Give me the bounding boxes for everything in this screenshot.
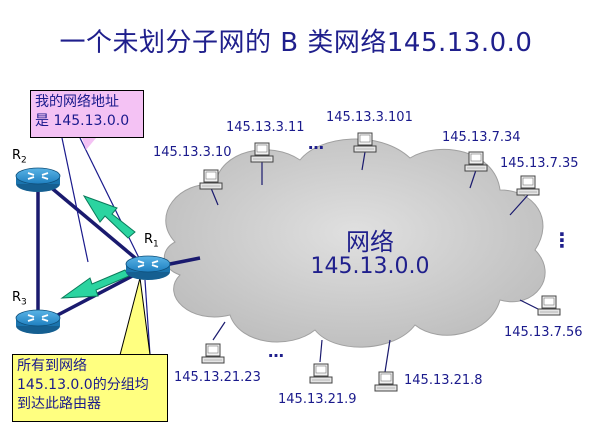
ellipsis-bottom: … <box>268 342 284 361</box>
link-h3 <box>361 151 366 171</box>
callout-top-line-1: 我的网络地址 <box>35 94 119 110</box>
router-r1 <box>125 255 171 281</box>
host-links <box>210 151 541 373</box>
callout-bottom-line-2: 145.13.0.0的分组均 <box>17 377 149 393</box>
network-cloud <box>163 138 546 348</box>
link-r1-cloud <box>164 256 201 267</box>
callout-top-line-2: 是 145.13.0.0 <box>35 113 130 129</box>
host-label: 145.13.3.11 <box>226 120 305 135</box>
network-name: 网络 <box>346 228 394 256</box>
router-r2 <box>15 167 61 193</box>
callout-bottom-line-1: 所有到网络 <box>17 358 87 374</box>
pointer-top-2 <box>79 137 141 261</box>
pointer-top-1 <box>61 137 89 263</box>
link-h8 <box>319 339 323 363</box>
pc-icon <box>201 343 225 364</box>
link-r2-r1 <box>46 183 142 264</box>
host-label: 145.13.7.35 <box>500 156 579 171</box>
host-label: 145.13.21.23 <box>174 370 261 385</box>
pc-icon <box>309 363 333 384</box>
arrow-to-r3 <box>60 269 130 299</box>
router-r2-label: R2 <box>12 148 27 166</box>
link-h6 <box>519 299 541 311</box>
pc-icon <box>516 175 540 196</box>
router-r3 <box>15 309 61 335</box>
network-address: 145.13.0.0 <box>310 254 430 279</box>
router-r1-label: R1 <box>144 232 159 250</box>
host-label: 145.13.7.56 <box>504 325 583 340</box>
ellipsis-right: ⋮ <box>552 228 572 252</box>
host-label: 145.13.21.8 <box>404 373 483 388</box>
host-label: 145.13.7.34 <box>442 130 521 145</box>
router-r3-label: R3 <box>12 290 27 308</box>
host-label: 145.13.3.101 <box>326 110 413 125</box>
link-h5 <box>509 194 529 216</box>
link-h1 <box>210 187 219 206</box>
pc-icon <box>374 371 398 392</box>
callout-pointers <box>61 137 151 356</box>
link-h9 <box>384 339 391 373</box>
pc-icon <box>537 295 561 316</box>
link-h4 <box>469 169 477 189</box>
diagram-title: 一个未划分子网的 B 类网络145.13.0.0 <box>59 28 533 58</box>
ellipsis-top: … <box>308 134 324 153</box>
pointer-bottom-1 <box>144 279 151 356</box>
callout-network-address: 我的网络地址 是 145.13.0.0 <box>30 90 144 138</box>
link-h7 <box>212 321 226 341</box>
callout-router-packets: 所有到网络 145.13.0.0的分组均 到达此路由器 <box>12 354 168 422</box>
arrow-to-r2 <box>82 195 136 239</box>
host-label: 145.13.21.9 <box>278 392 357 407</box>
route-arrows <box>60 195 136 299</box>
callout-top-tail <box>82 138 96 150</box>
host-label: 145.13.3.10 <box>153 145 232 160</box>
router-links <box>36 180 201 322</box>
callout-bottom-line-3: 到达此路由器 <box>17 396 101 412</box>
